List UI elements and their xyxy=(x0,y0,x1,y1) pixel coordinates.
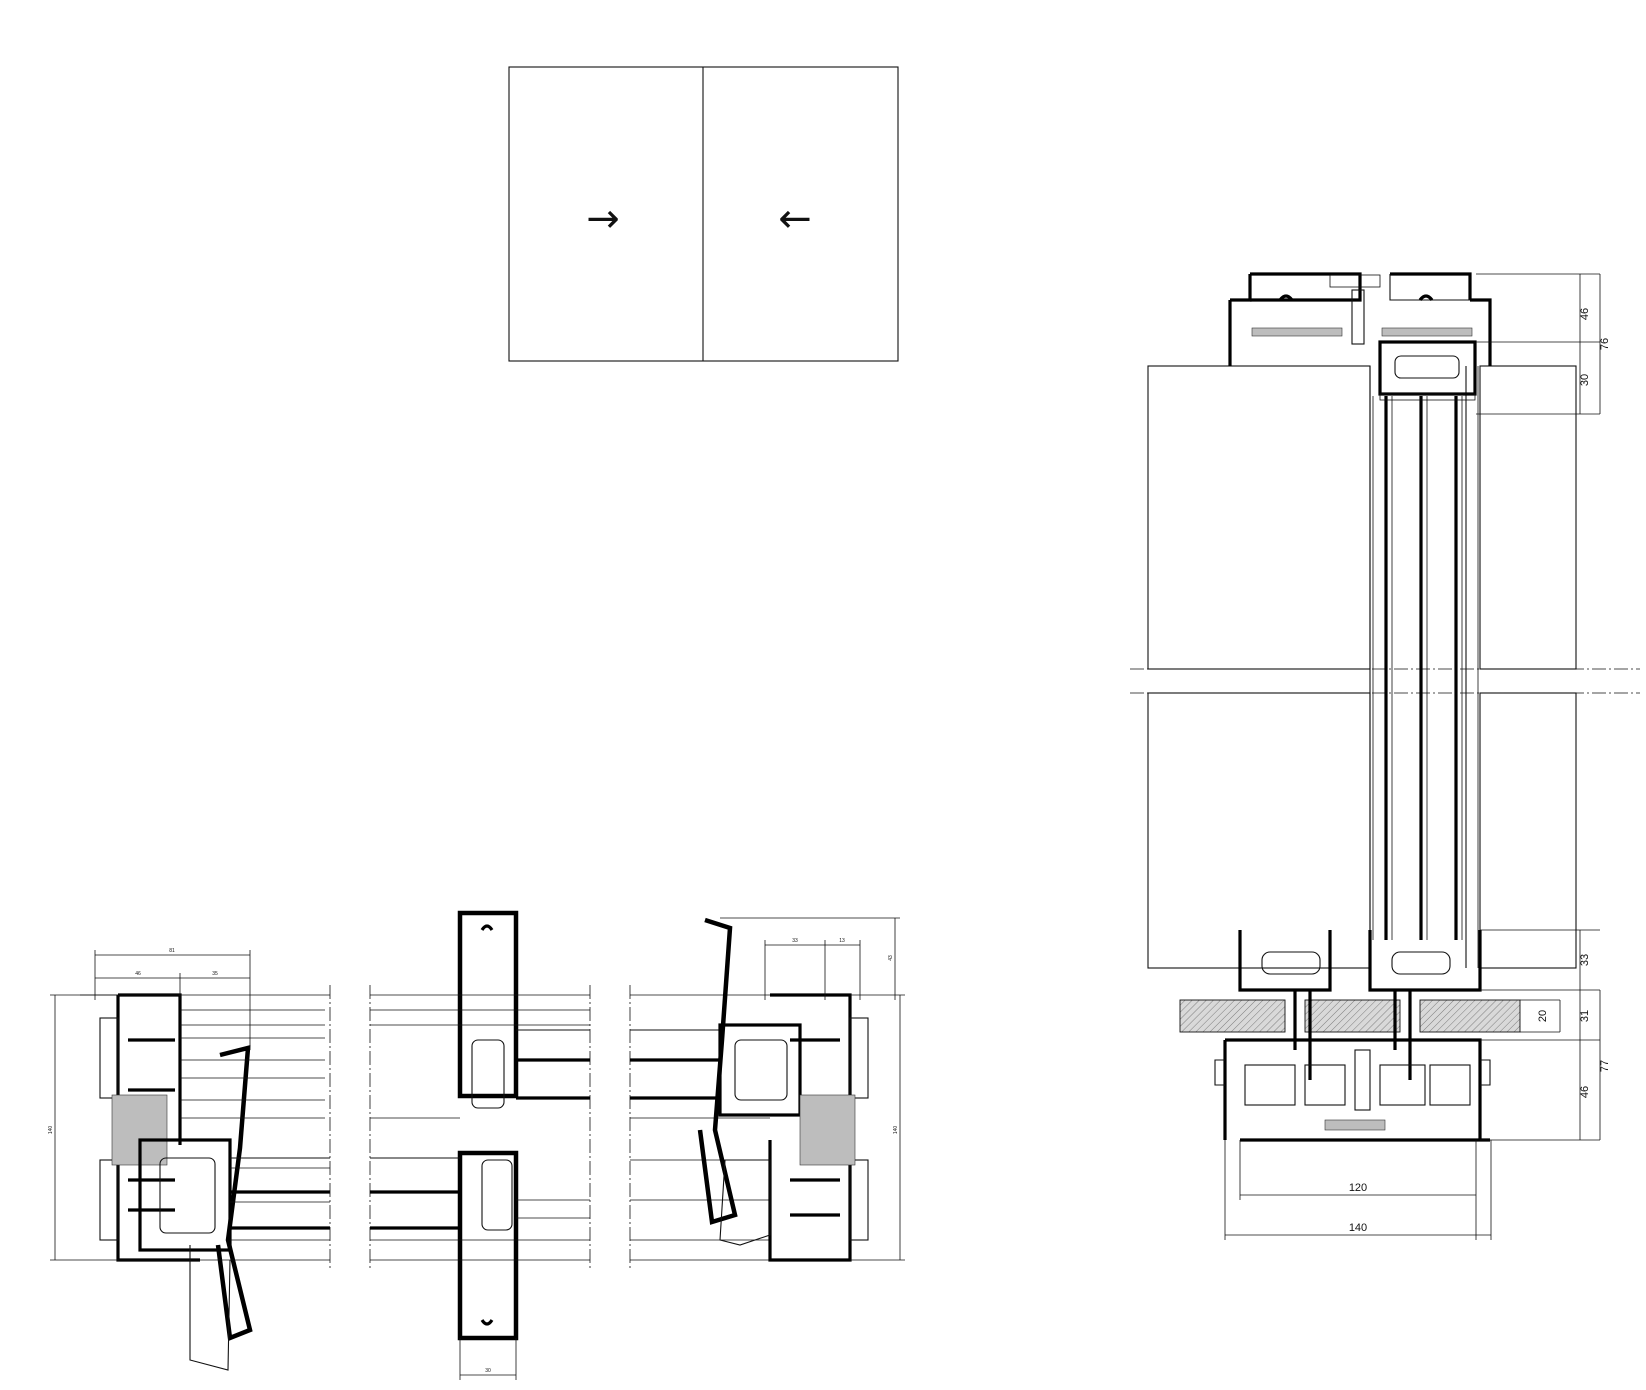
threshold-hatch-left xyxy=(1179,999,1286,1033)
dim-13-right: 13 xyxy=(839,938,845,944)
dims-left: 81 46 35 140 xyxy=(48,948,251,1261)
threshold-hatch-mid xyxy=(1304,999,1401,1033)
dim-140-left: 140 xyxy=(48,1126,54,1135)
sill-profile xyxy=(1179,930,1521,1142)
dim-30-bottom: 30 xyxy=(485,1368,491,1374)
dim-43-right: 43 xyxy=(888,955,894,961)
elevation-view: → ← xyxy=(508,66,899,362)
horizontal-section: 30 xyxy=(48,910,905,1380)
glazing-panel xyxy=(1369,366,1479,968)
wall-right-upper xyxy=(1479,365,1577,670)
wall-right-lower xyxy=(1479,692,1577,969)
left-jamb-profile xyxy=(99,993,253,1371)
dim-76-head: 76 xyxy=(1599,338,1611,350)
right-jamb-profile xyxy=(629,917,869,1270)
dim-77-sill: 77 xyxy=(1599,1060,1611,1072)
wall-left-upper xyxy=(1147,365,1371,670)
dims-right-horizontal: 33 13 43 140 xyxy=(720,917,905,1261)
glass-lines-left xyxy=(80,985,331,1270)
dim-35: 35 xyxy=(212,971,218,977)
dim-46-left: 46 xyxy=(135,971,141,977)
dim-46-sill: 46 xyxy=(1579,1086,1591,1098)
dim-46-head: 46 xyxy=(1579,308,1591,320)
middle-interlock-profile: 30 xyxy=(369,910,591,1380)
arrow-right-icon: → xyxy=(586,196,620,242)
threshold-hatch-right xyxy=(1419,999,1521,1033)
dims-bottom: 120 140 xyxy=(1224,1140,1492,1240)
dim-20-sill: 20 xyxy=(1537,1010,1549,1022)
dim-81: 81 xyxy=(169,948,175,954)
vertical-section: 46 76 30 33 20 31 77 46 120 xyxy=(1130,272,1640,1240)
head-profile xyxy=(1228,272,1492,401)
arrow-left-icon: ← xyxy=(778,196,812,242)
dim-30-head: 30 xyxy=(1579,374,1591,386)
dim-31-sill: 31 xyxy=(1579,1010,1591,1022)
dims-right: 46 76 30 33 20 31 77 46 xyxy=(1476,273,1611,1141)
dim-140-right: 140 xyxy=(893,1126,899,1135)
dim-33-right: 33 xyxy=(792,938,798,944)
wall-left-lower xyxy=(1147,692,1371,969)
dim-140-bottom: 140 xyxy=(1349,1222,1367,1234)
dim-33-sill: 33 xyxy=(1579,954,1591,966)
dim-120: 120 xyxy=(1349,1182,1367,1194)
